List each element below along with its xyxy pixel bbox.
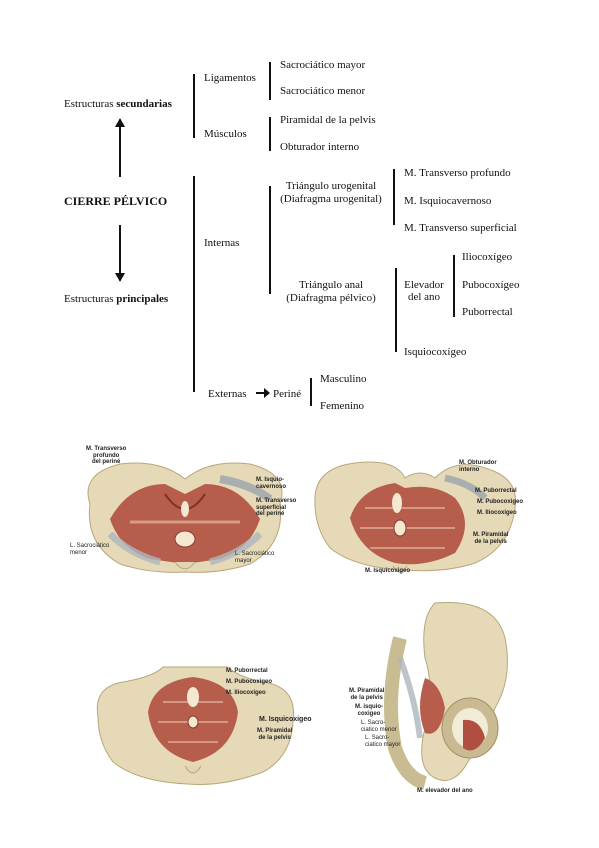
label-isquiocavernoso: M. Isquio- cavernoso <box>256 477 286 490</box>
label-line: del periné <box>256 511 285 517</box>
ligamento-item: Sacrociático mayor <box>280 59 366 71</box>
uro-item: M. Transverso superficial <box>404 222 517 234</box>
label-puborrectal: M. Puborrectal <box>226 668 268 674</box>
bracket-musculos <box>269 117 271 151</box>
elevador-label-2: del ano <box>407 291 441 303</box>
label-transverso-superficial: M. Transverso superficial del periné <box>256 498 296 518</box>
label-elevador-ano: M. elevador del ano <box>417 788 473 794</box>
bracket-perine <box>310 378 312 406</box>
uro-item: M. Transverso profundo <box>404 167 511 179</box>
label-line: de la pelvis <box>350 694 383 701</box>
anatomy-figure-3: M. Puborrectal M. Pubocoxigeo M. Iliocox… <box>93 662 318 787</box>
pelvic-side-illustration <box>384 601 508 790</box>
label-line: M. Isquio- <box>256 477 284 483</box>
label-line: L. Sacro- <box>361 720 386 726</box>
bracket-principal <box>193 176 195 392</box>
principal-structures-label: Estructuras principales <box>64 293 168 306</box>
label-line: M. Transverso <box>86 446 127 452</box>
secondary-bold: secundarias <box>116 98 172 110</box>
pelvic-floor-illustration <box>87 462 283 573</box>
bracket-secondary <box>193 74 195 138</box>
label-sacrociatico-mayor: L. Sacro- ciatico mayor <box>365 735 400 748</box>
arrow-up-icon <box>115 118 125 177</box>
label-line: ciatico menor <box>361 726 397 733</box>
label-piramidal: M. Piramidal de la pelvis <box>473 532 508 545</box>
elevador-item: Iliocoxígeo <box>462 251 513 263</box>
label-line: de la pelvis <box>258 734 291 741</box>
uro-label-1: Triángulo urogenital <box>285 180 377 192</box>
uro-item: M. Isquiocavernoso <box>404 195 492 207</box>
label-line: de la pelvis <box>474 538 507 545</box>
label-line: cavernoso <box>256 483 287 490</box>
label-line: interno <box>459 466 480 473</box>
bracket-uro <box>393 169 395 225</box>
anal-label-2: (Diafragma pélvico) <box>286 292 376 304</box>
label-iliocoxigeo: M. Iliocoxigeo <box>226 690 266 696</box>
musculo-item: Obturador interno <box>280 141 360 153</box>
label-line: profundo <box>93 452 120 459</box>
label-line: ciatico mayor <box>365 741 401 748</box>
label-line: superficial <box>256 504 287 511</box>
bracket-ligamentos <box>269 62 271 100</box>
label-isquiocoxigeo: M. Isquicoxigeo <box>365 568 411 574</box>
anatomy-figure-1: M. Transverso profundo del periné M. Isq… <box>70 444 300 584</box>
isquiocoxigeo-label: Isquiocoxígeo <box>404 346 467 358</box>
label-line: del periné <box>92 459 121 465</box>
label-line: M. isquio- <box>355 704 383 710</box>
arrow-right-icon <box>256 388 270 398</box>
musculo-item: Piramidal de la pelvis <box>280 114 376 126</box>
uro-label-2: (Diafragma urogenital) <box>280 193 382 205</box>
label-obturador-interno: M. Obturador interno <box>459 460 497 473</box>
label-sacrociatico-menor: L. Sacrociático menor <box>70 543 109 556</box>
perine-item: Femenino <box>320 400 364 412</box>
bracket-elevador <box>453 255 455 317</box>
secondary-prefix: Estructuras <box>64 98 117 110</box>
pelvic-floor-illustration <box>96 666 295 785</box>
elevador-label-1: Elevador <box>404 279 444 291</box>
pelvic-floor-illustration <box>314 461 517 573</box>
principal-bold: principales <box>116 293 169 305</box>
label-pubocoxigeo: M. Pubocoxigeo <box>477 499 524 505</box>
label-line: M. Piramidal <box>473 532 509 538</box>
label-line: M. Piramidal <box>257 728 293 734</box>
elevador-item: Puborrectal <box>462 306 513 318</box>
label-sacrociatico-mayor: L. Sacrociático mayor <box>235 551 274 564</box>
label-line: M. Obturador <box>459 460 497 466</box>
label-line: M. Transverso <box>256 498 297 504</box>
bracket-anal <box>395 268 397 352</box>
bracket-internas <box>269 186 271 294</box>
label-line: menor <box>70 549 88 556</box>
label-line: L. Sacrociático <box>235 551 275 557</box>
label-iliocoxigeo: M. Iliocoxigeo <box>477 510 517 516</box>
anal-label-1: Triángulo anal <box>298 279 364 291</box>
label-line: L. Sacro- <box>365 735 390 741</box>
root-label: CIERRE PÉLVICO <box>64 194 168 208</box>
label-puborrectal: M. Puborrectal <box>475 488 517 494</box>
internas-label: Internas <box>204 237 240 249</box>
label-isquiocoxigeo: M. isquio- coxigeo <box>355 704 383 717</box>
elevador-item: Pubocoxígeo <box>462 279 520 291</box>
arrow-down-icon <box>115 225 125 282</box>
secondary-structures-label: Estructuras secundarias <box>64 98 172 111</box>
perine-label: Periné <box>273 388 302 400</box>
ligamentos-label: Ligamentos <box>204 72 256 84</box>
label-line: mayor <box>235 557 252 564</box>
musculos-label: Músculos <box>204 128 247 140</box>
label-piramidal: M. Piramidal de la pelvis <box>349 688 384 701</box>
anatomy-figure-2: M. Obturador interno M. Puborrectal M. P… <box>305 448 535 578</box>
label-pubocoxigeo: M. Pubocoxigeo <box>226 679 273 685</box>
label-transverso-profundo: M. Transverso profundo del periné <box>86 446 126 466</box>
principal-prefix: Estructuras <box>64 293 117 305</box>
label-line: L. Sacrociático <box>70 543 110 549</box>
ligamento-item: Sacrociático menor <box>280 85 366 97</box>
label-isquicoxigeo: M. Isquicoxigeo <box>259 716 312 723</box>
label-sacrociatico-menor: L. Sacro- ciatico menor <box>361 720 397 733</box>
externas-label: Externas <box>208 388 247 400</box>
perine-item: Masculino <box>320 373 367 385</box>
label-line: coxigeo <box>357 710 381 717</box>
label-line: M. Piramidal <box>349 688 385 694</box>
label-piramidal: M. Piramidal de la pelvis <box>257 728 292 741</box>
anatomy-figure-4: M. Piramidal de la pelvis M. isquio- cox… <box>345 598 515 798</box>
